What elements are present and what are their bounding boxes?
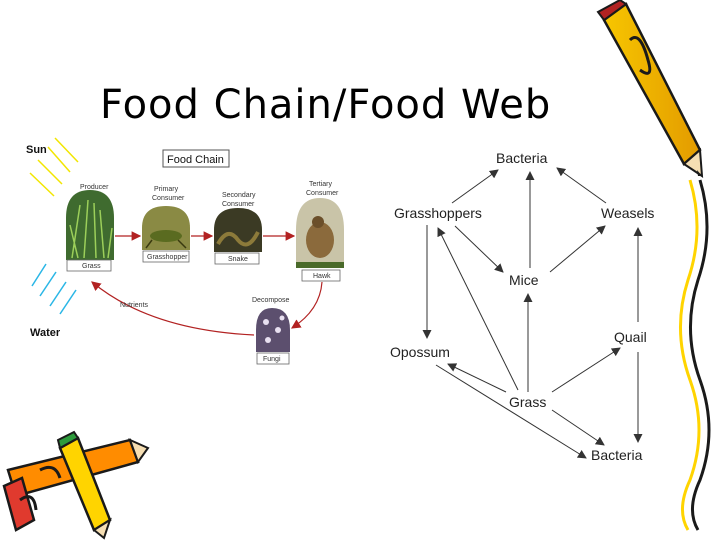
edge-grasshoppers-mice xyxy=(454,225,504,273)
sun-label: Sun xyxy=(26,144,47,156)
pencil-top-right-icon xyxy=(596,0,704,178)
food-web-diagram: Bacteria Grasshoppers Weasels Mice Oposs… xyxy=(390,150,654,463)
tertiary-consumer-label-line1: Tertiary xyxy=(309,181,332,188)
grasshopper-label: Grasshopper xyxy=(147,254,188,261)
hawk-box xyxy=(301,269,341,282)
edge-grass-grasshoppers xyxy=(437,227,519,391)
fungi-picture xyxy=(256,308,290,352)
hawk-label: Hawk xyxy=(313,273,331,280)
pencils-bottom-left-icon xyxy=(2,430,150,540)
food-chain-diagram: Sun Food Chain Producer Primary Consumer… xyxy=(26,137,344,365)
edge-grasshoppers-bacteria xyxy=(451,169,499,204)
primary-consumer-label-line2: Consumer xyxy=(152,195,185,202)
edge-grass-bacteria xyxy=(551,409,605,446)
edge-grass-quail xyxy=(551,347,621,393)
snake-label: Snake xyxy=(228,256,248,263)
snake-picture xyxy=(214,208,262,252)
node-bacteria-bottom: Bacteria xyxy=(591,447,643,463)
tertiary-consumer-label-line2: Consumer xyxy=(306,190,339,197)
node-opossum: Opossum xyxy=(390,344,450,360)
nutrients-label: Nutrients xyxy=(120,302,149,309)
node-grass: Grass xyxy=(509,394,546,410)
edge-grass-opossum xyxy=(447,363,507,393)
sun-rays-icon xyxy=(29,137,79,197)
grasshopper-picture xyxy=(142,206,190,250)
edge-opossum-bacteria xyxy=(435,364,587,459)
wavy-right-border xyxy=(678,179,711,531)
edge-weasels-bacteria xyxy=(556,167,607,204)
grass-label: Grass xyxy=(82,263,101,270)
node-mice: Mice xyxy=(509,272,539,288)
primary-consumer-label-line1: Primary xyxy=(154,186,179,193)
snake-box xyxy=(214,252,260,265)
grass-box xyxy=(66,259,112,272)
food-chain-title: Food Chain xyxy=(167,154,224,166)
food-chain-title-box xyxy=(162,149,230,168)
node-grasshoppers: Grasshoppers xyxy=(394,205,482,221)
slide-title: Food Chain/Food Web xyxy=(100,82,552,128)
secondary-consumer-label-line1: Secondary xyxy=(222,192,256,199)
fungi-box xyxy=(256,352,290,365)
producer-label: Producer xyxy=(80,184,109,191)
hawk-picture xyxy=(296,198,344,268)
node-weasels: Weasels xyxy=(601,205,654,221)
water-label: Water xyxy=(30,327,61,339)
edge-mice-weasels xyxy=(549,225,606,273)
grass-picture xyxy=(66,190,114,260)
decomposer-label: Decompose xyxy=(252,297,289,304)
arrow-fungi-to-grass xyxy=(91,281,255,336)
fungi-label: Fungi xyxy=(263,356,281,363)
water-rays-icon xyxy=(31,263,77,315)
arrow-hawk-to-fungi xyxy=(290,281,323,329)
grasshopper-box xyxy=(142,250,190,263)
node-quail: Quail xyxy=(614,329,647,345)
secondary-consumer-label-line2: Consumer xyxy=(222,201,255,208)
node-bacteria-top: Bacteria xyxy=(496,150,548,166)
